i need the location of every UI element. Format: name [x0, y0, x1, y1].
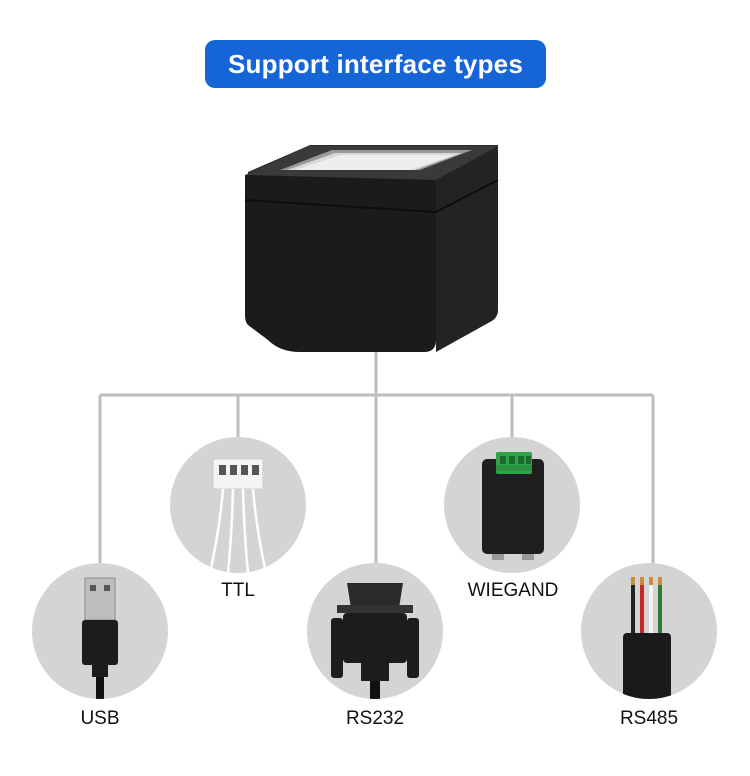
ttl-connector-icon [208, 458, 268, 573]
wiegand-module-icon [482, 452, 544, 560]
wiegand-label: WIEGAND [467, 580, 559, 601]
usb-node [32, 563, 168, 699]
rs485-label: RS485 [619, 708, 679, 729]
rs232-connector-icon [331, 583, 419, 699]
wiegand-node [444, 437, 580, 573]
rs485-cable-icon [623, 577, 671, 699]
ttl-node [170, 437, 306, 573]
usb-label: USB [80, 708, 120, 729]
ttl-label: TTL [221, 580, 255, 601]
rs485-node [581, 563, 717, 699]
usb-connector-icon [82, 577, 118, 699]
rs232-label: RS232 [345, 708, 405, 729]
title-banner: Support interface types [205, 40, 546, 88]
scanner-device-image [244, 145, 499, 352]
rs232-node [307, 563, 443, 699]
title-text: Support interface types [228, 48, 523, 79]
